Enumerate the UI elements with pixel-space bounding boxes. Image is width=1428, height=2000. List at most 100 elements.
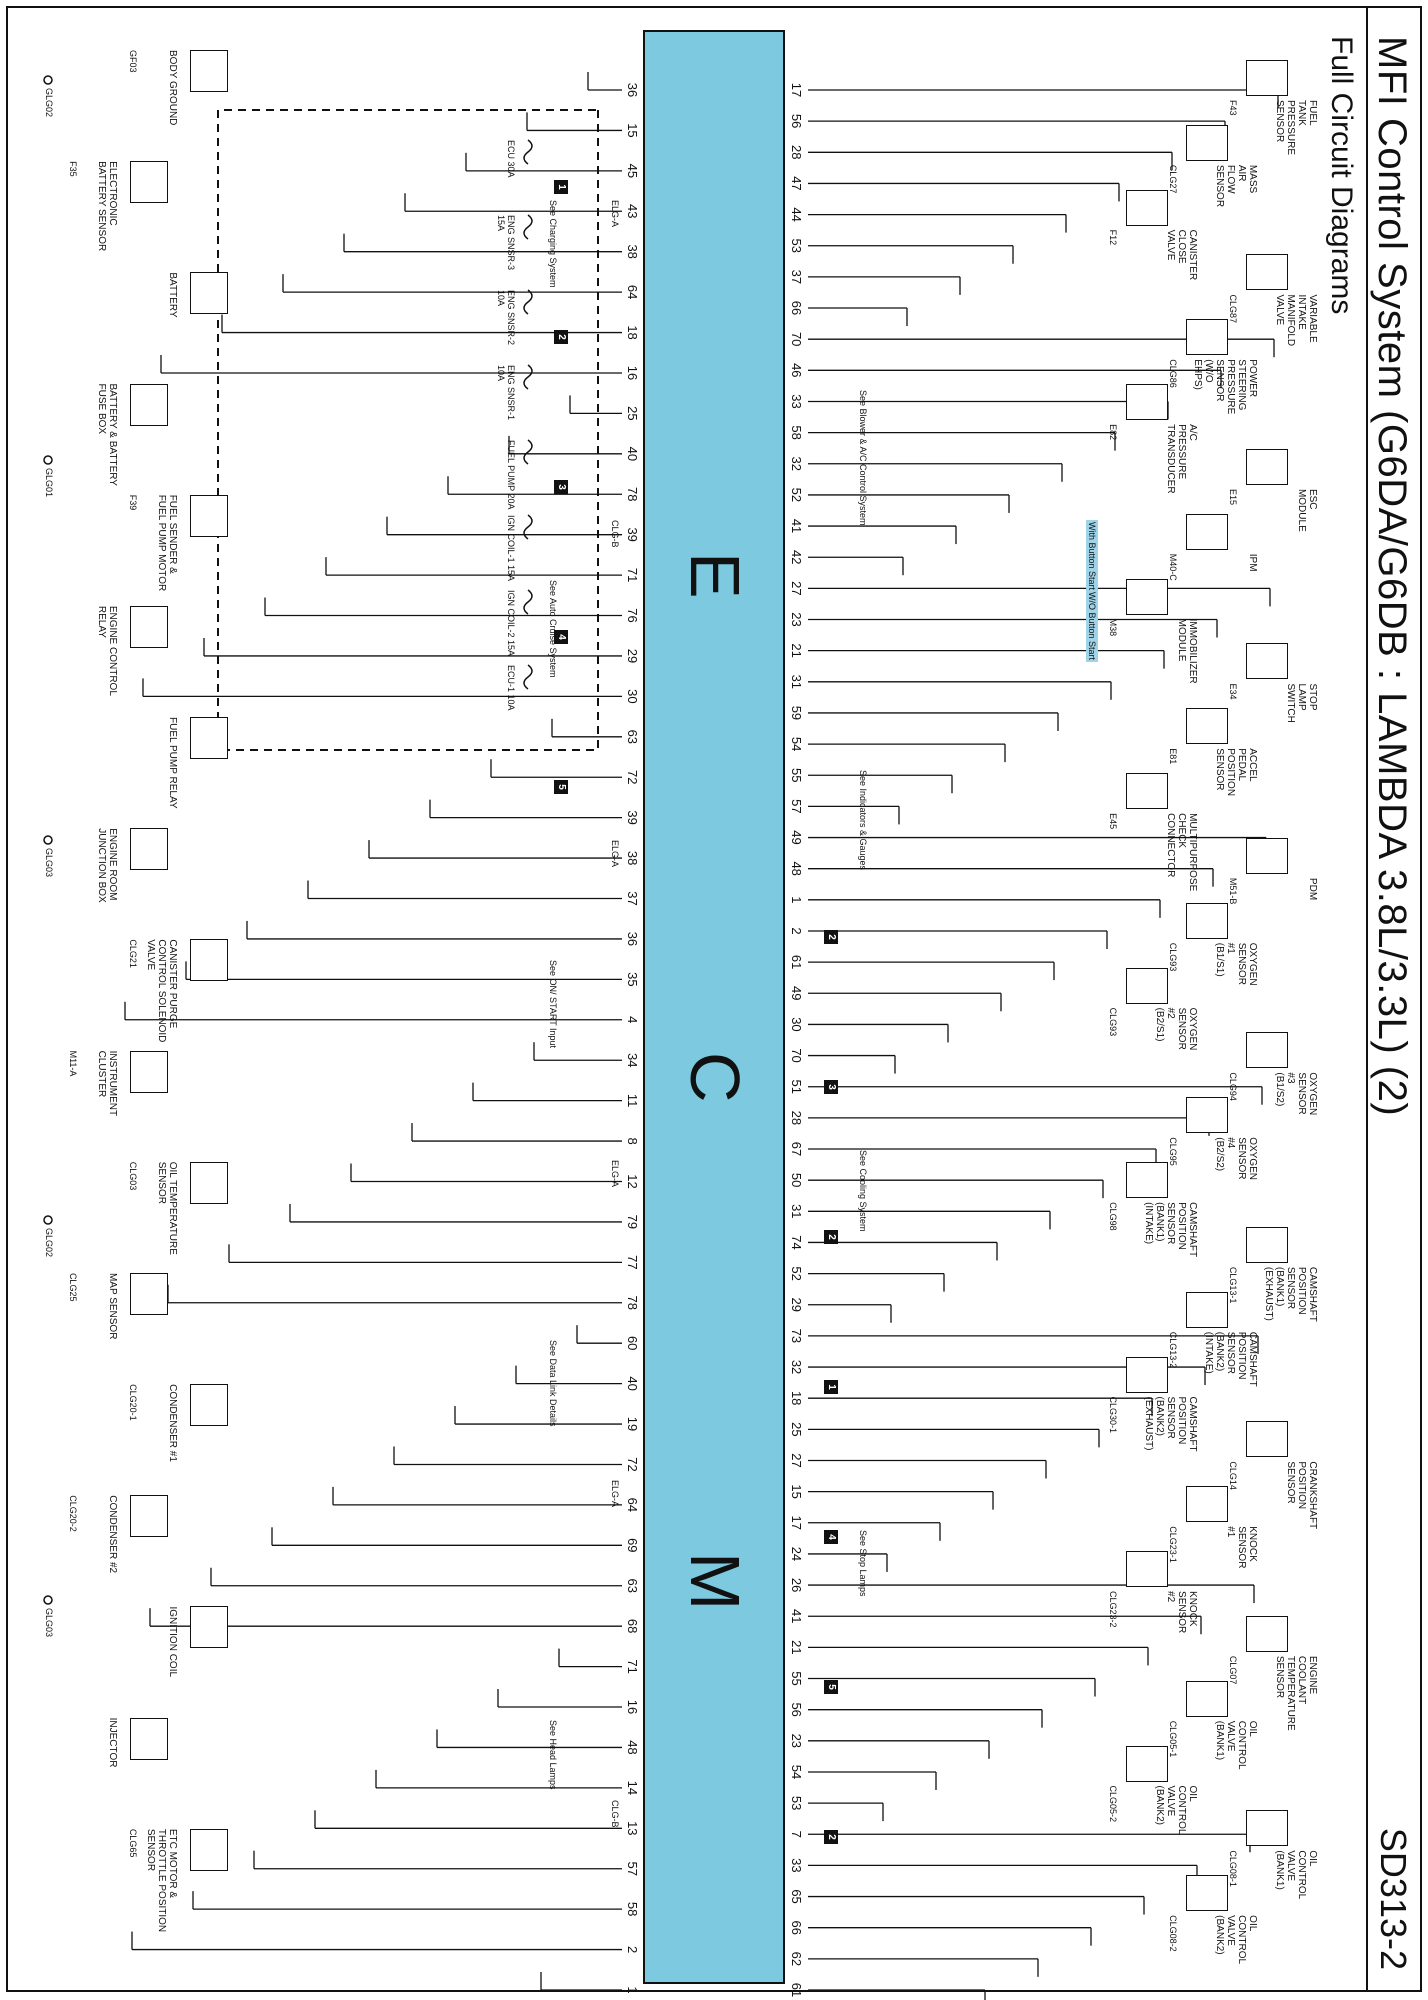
ecm-pin-top: 21 <box>789 643 804 658</box>
component-label: OIL CONTROL VALVE (BANK2) <box>1154 1785 1198 1835</box>
connector-label: M38 <box>1108 618 1118 637</box>
ecm-pin-top: 15 <box>789 1484 804 1499</box>
component-label: FUEL TANK PRESSURE SENSOR <box>1274 100 1318 156</box>
component-label: BATTERY <box>167 272 178 318</box>
component-body <box>130 1272 168 1315</box>
component-label: CAMSHAFT POSITION SENSOR (BANK1) (INTAKE… <box>1143 1202 1198 1257</box>
note-label: See Charging System <box>548 200 558 288</box>
ecm-pin-top: 26 <box>789 1577 804 1593</box>
ground-label: GLG02 <box>44 1228 54 1258</box>
connector-label: F12 <box>1108 229 1118 246</box>
ecm-pin-top: 29 <box>789 1297 804 1312</box>
ecm-pin-top: 7 <box>789 1830 804 1838</box>
fuse-label: IGN COIL-2 15A <box>506 590 516 657</box>
ecm-pin-bottom: 36 <box>625 82 640 98</box>
component-body <box>190 50 228 92</box>
ecm-pin-top: 18 <box>789 1390 804 1406</box>
component-body <box>130 1495 168 1538</box>
ground-symbol <box>43 835 53 845</box>
component-body <box>1126 967 1168 1004</box>
ecm-pin-bottom: 63 <box>625 1578 640 1593</box>
component-body <box>1186 1291 1228 1328</box>
circuit-tag: 2 <box>824 930 838 944</box>
ecm-pin-top: 51 <box>789 1079 804 1094</box>
component-body <box>1126 1551 1168 1588</box>
circuit-tag: 3 <box>824 1080 838 1094</box>
ecm-pin-top: 52 <box>789 1266 804 1281</box>
component-body <box>190 939 228 982</box>
fuse-symbol <box>523 139 533 165</box>
ecm-pin-bottom: 39 <box>625 527 640 542</box>
component-label: OIL CONTROL VALVE (BANK1) <box>1214 1720 1258 1770</box>
circuit-tag: 2 <box>824 1830 838 1844</box>
ecm-pin-top: 58 <box>789 425 804 440</box>
component-body <box>130 1050 168 1093</box>
component-body <box>190 1161 228 1204</box>
ecm-pin-bottom: 77 <box>625 1255 640 1270</box>
connector-label: M51-B <box>1228 877 1238 905</box>
ecm-pin-bottom: 72 <box>625 1457 640 1472</box>
ecm-pin-top: 2 <box>789 927 804 935</box>
ground-symbol <box>43 1595 53 1605</box>
note-label: See Blower & A/C Control System <box>858 390 868 526</box>
ecm-pin-bottom: 78 <box>625 487 640 502</box>
ecm-letter-m: M <box>676 1552 754 1611</box>
component-body <box>1186 1486 1228 1523</box>
connector-label: CLG23-2 <box>1108 1591 1118 1628</box>
connector-label: CLG14 <box>1228 1461 1238 1490</box>
connector-label: CLG95 <box>1168 1137 1178 1166</box>
component-body <box>1126 1356 1168 1393</box>
component-label: KNOCK SENSOR #2 <box>1165 1591 1198 1634</box>
ecm-ground-label: ELG-A <box>610 840 620 868</box>
component-label: IGNITION COIL <box>167 1606 178 1678</box>
component-label: CAMSHAFT POSITION SENSOR (BANK2) (INTAKE… <box>1203 1331 1258 1387</box>
note-label: See Indicators & Gauges <box>858 770 868 871</box>
ecm-pin-top: 27 <box>789 1453 804 1468</box>
ecm-pin-bottom: 16 <box>625 1699 640 1715</box>
component-body <box>1186 1680 1228 1717</box>
ecm-pin-bottom: 71 <box>625 567 640 583</box>
component-body <box>1246 1226 1288 1263</box>
circuit-tag: 4 <box>824 1530 838 1544</box>
circuit-tag: 2 <box>554 330 568 344</box>
ecm-pin-top: 41 <box>789 518 804 534</box>
ecm-pin-bottom: 63 <box>625 729 640 745</box>
ecm-pin-top: 1 <box>789 896 804 904</box>
ecm-pin-top: 56 <box>789 1702 804 1717</box>
circuit-tag: 1 <box>824 1380 838 1394</box>
ecm-pin-bottom: 34 <box>625 1052 640 1068</box>
ecm-pin-bottom: 57 <box>625 1861 640 1876</box>
component-body <box>1246 1421 1288 1458</box>
note-label: See Head Lamps <box>548 1720 558 1790</box>
connector-label: CLG20-1 <box>128 1384 138 1421</box>
ecm-pin-top: 66 <box>789 300 804 316</box>
fuse-label: IGN COIL-1 15A <box>506 515 516 582</box>
component-body <box>1246 1032 1288 1069</box>
fuse-symbol <box>523 514 533 540</box>
connector-label: CLG94 <box>1228 1072 1238 1101</box>
component-label: POWER STEERING PRESSURE SENSOR (W/O EHPS… <box>1192 359 1258 415</box>
ground-label: GLG03 <box>44 1608 54 1638</box>
ecm-pin-top: 25 <box>789 1422 804 1437</box>
component-label: OXYGEN SENSOR #3 (B1/S2) <box>1274 1072 1318 1116</box>
ecm-pin-bottom: 45 <box>625 163 640 179</box>
ecm-pin-top: 17 <box>789 1515 804 1531</box>
component-body <box>1126 1745 1168 1782</box>
component-body <box>190 717 228 760</box>
ecm-pin-bottom: 13 <box>625 1821 640 1836</box>
component-label: CRANKSHAFT POSITION SENSOR <box>1285 1461 1318 1529</box>
component-label: OIL CONTROL VALVE (BANK2) <box>1214 1915 1258 1964</box>
ecm-pin-top: 24 <box>789 1546 804 1562</box>
component-label: CAMSHAFT POSITION SENSOR (BANK1) (EXHAUS… <box>1263 1266 1318 1322</box>
ecm-pin-top: 67 <box>789 1141 804 1157</box>
fuse-symbol <box>523 589 533 615</box>
connector-label: F35 <box>68 161 78 177</box>
fuse-label: FUEL PUMP 20A <box>506 440 516 510</box>
ecm-pin-bottom: 40 <box>625 1376 640 1391</box>
component-label: FUEL PUMP RELAY <box>167 717 178 809</box>
component-body <box>1126 578 1168 615</box>
component-body <box>1126 384 1168 421</box>
ecm-pin-top: 21 <box>789 1640 804 1655</box>
component-label: PDM <box>1307 877 1318 901</box>
